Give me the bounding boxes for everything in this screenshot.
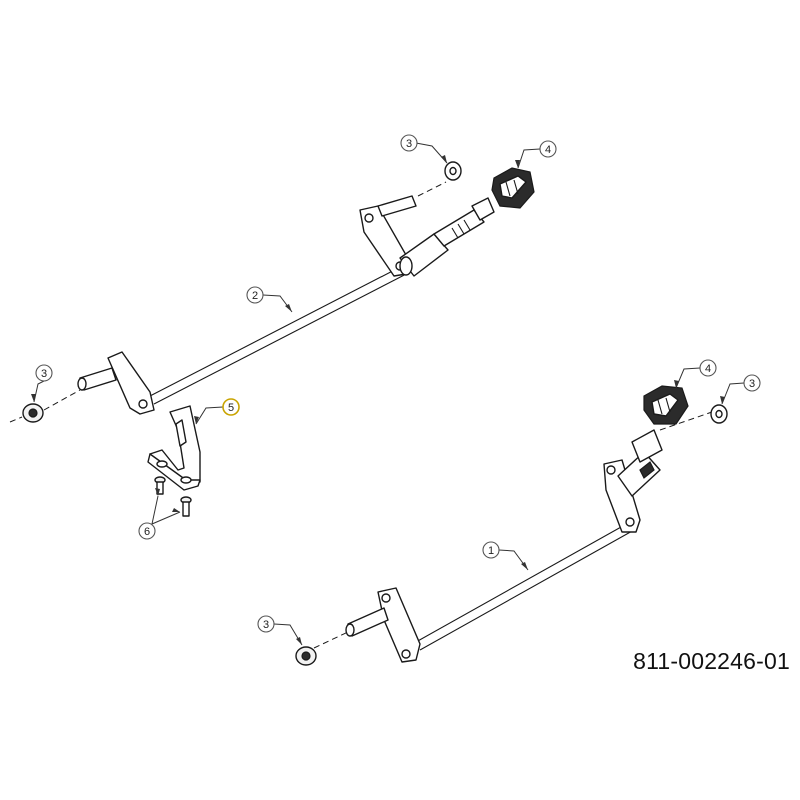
callout-label: 5 (228, 402, 234, 414)
nut-left (22, 403, 44, 423)
callout-layer: 3 4 2 3 5 6 (33, 134, 761, 646)
upper-shaft-assembly (9, 161, 535, 423)
washer-top (444, 161, 462, 181)
bracket-assembly (147, 405, 201, 517)
callout-label: 2 (252, 290, 258, 302)
callout-4-top: 4 (517, 140, 557, 169)
leader-arrowheads (31, 155, 725, 645)
callout-3-top: 3 (400, 134, 448, 164)
callout-label: 3 (749, 378, 755, 390)
bolt-right (180, 496, 192, 517)
callout-6: 6 (138, 495, 181, 540)
callout-3-bottom: 3 (257, 615, 303, 646)
lower-shaft-assembly (295, 385, 728, 666)
callout-label: 1 (488, 545, 494, 557)
bushing-top (491, 167, 535, 209)
callout-label: 3 (41, 368, 47, 380)
callout-label: 4 (705, 363, 711, 375)
callout-label: 3 (406, 138, 412, 150)
bushing-right (643, 385, 689, 425)
nut-bottom (295, 646, 317, 666)
callout-4-right: 4 (675, 359, 717, 389)
callout-5: 5 (195, 398, 240, 425)
callout-2: 2 (246, 286, 293, 313)
part-number-label: 811-002246-01 (633, 648, 790, 674)
callout-label: 4 (545, 144, 551, 156)
callout-label: 3 (263, 619, 269, 631)
callout-3-right: 3 (721, 374, 761, 405)
callout-label: 6 (144, 526, 150, 538)
callout-3-left: 3 (33, 364, 53, 403)
callout-1: 1 (482, 541, 529, 571)
bolt-left (154, 476, 166, 495)
washer-right (710, 404, 728, 424)
